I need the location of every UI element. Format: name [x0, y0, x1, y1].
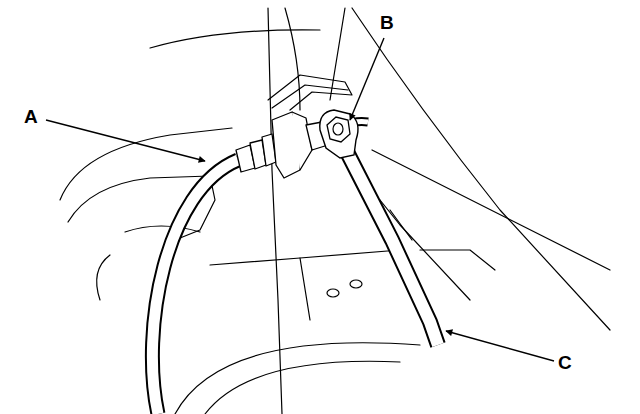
callout-letter: B: [378, 12, 396, 33]
hose-fitting: [236, 112, 328, 178]
callout-letter: A: [22, 106, 40, 127]
body-panel: [60, 8, 610, 414]
flare-nut-wrench: [320, 110, 438, 345]
leader-lines: [46, 38, 554, 361]
callout-letter: C: [556, 352, 574, 373]
brake-hose: [152, 160, 238, 414]
